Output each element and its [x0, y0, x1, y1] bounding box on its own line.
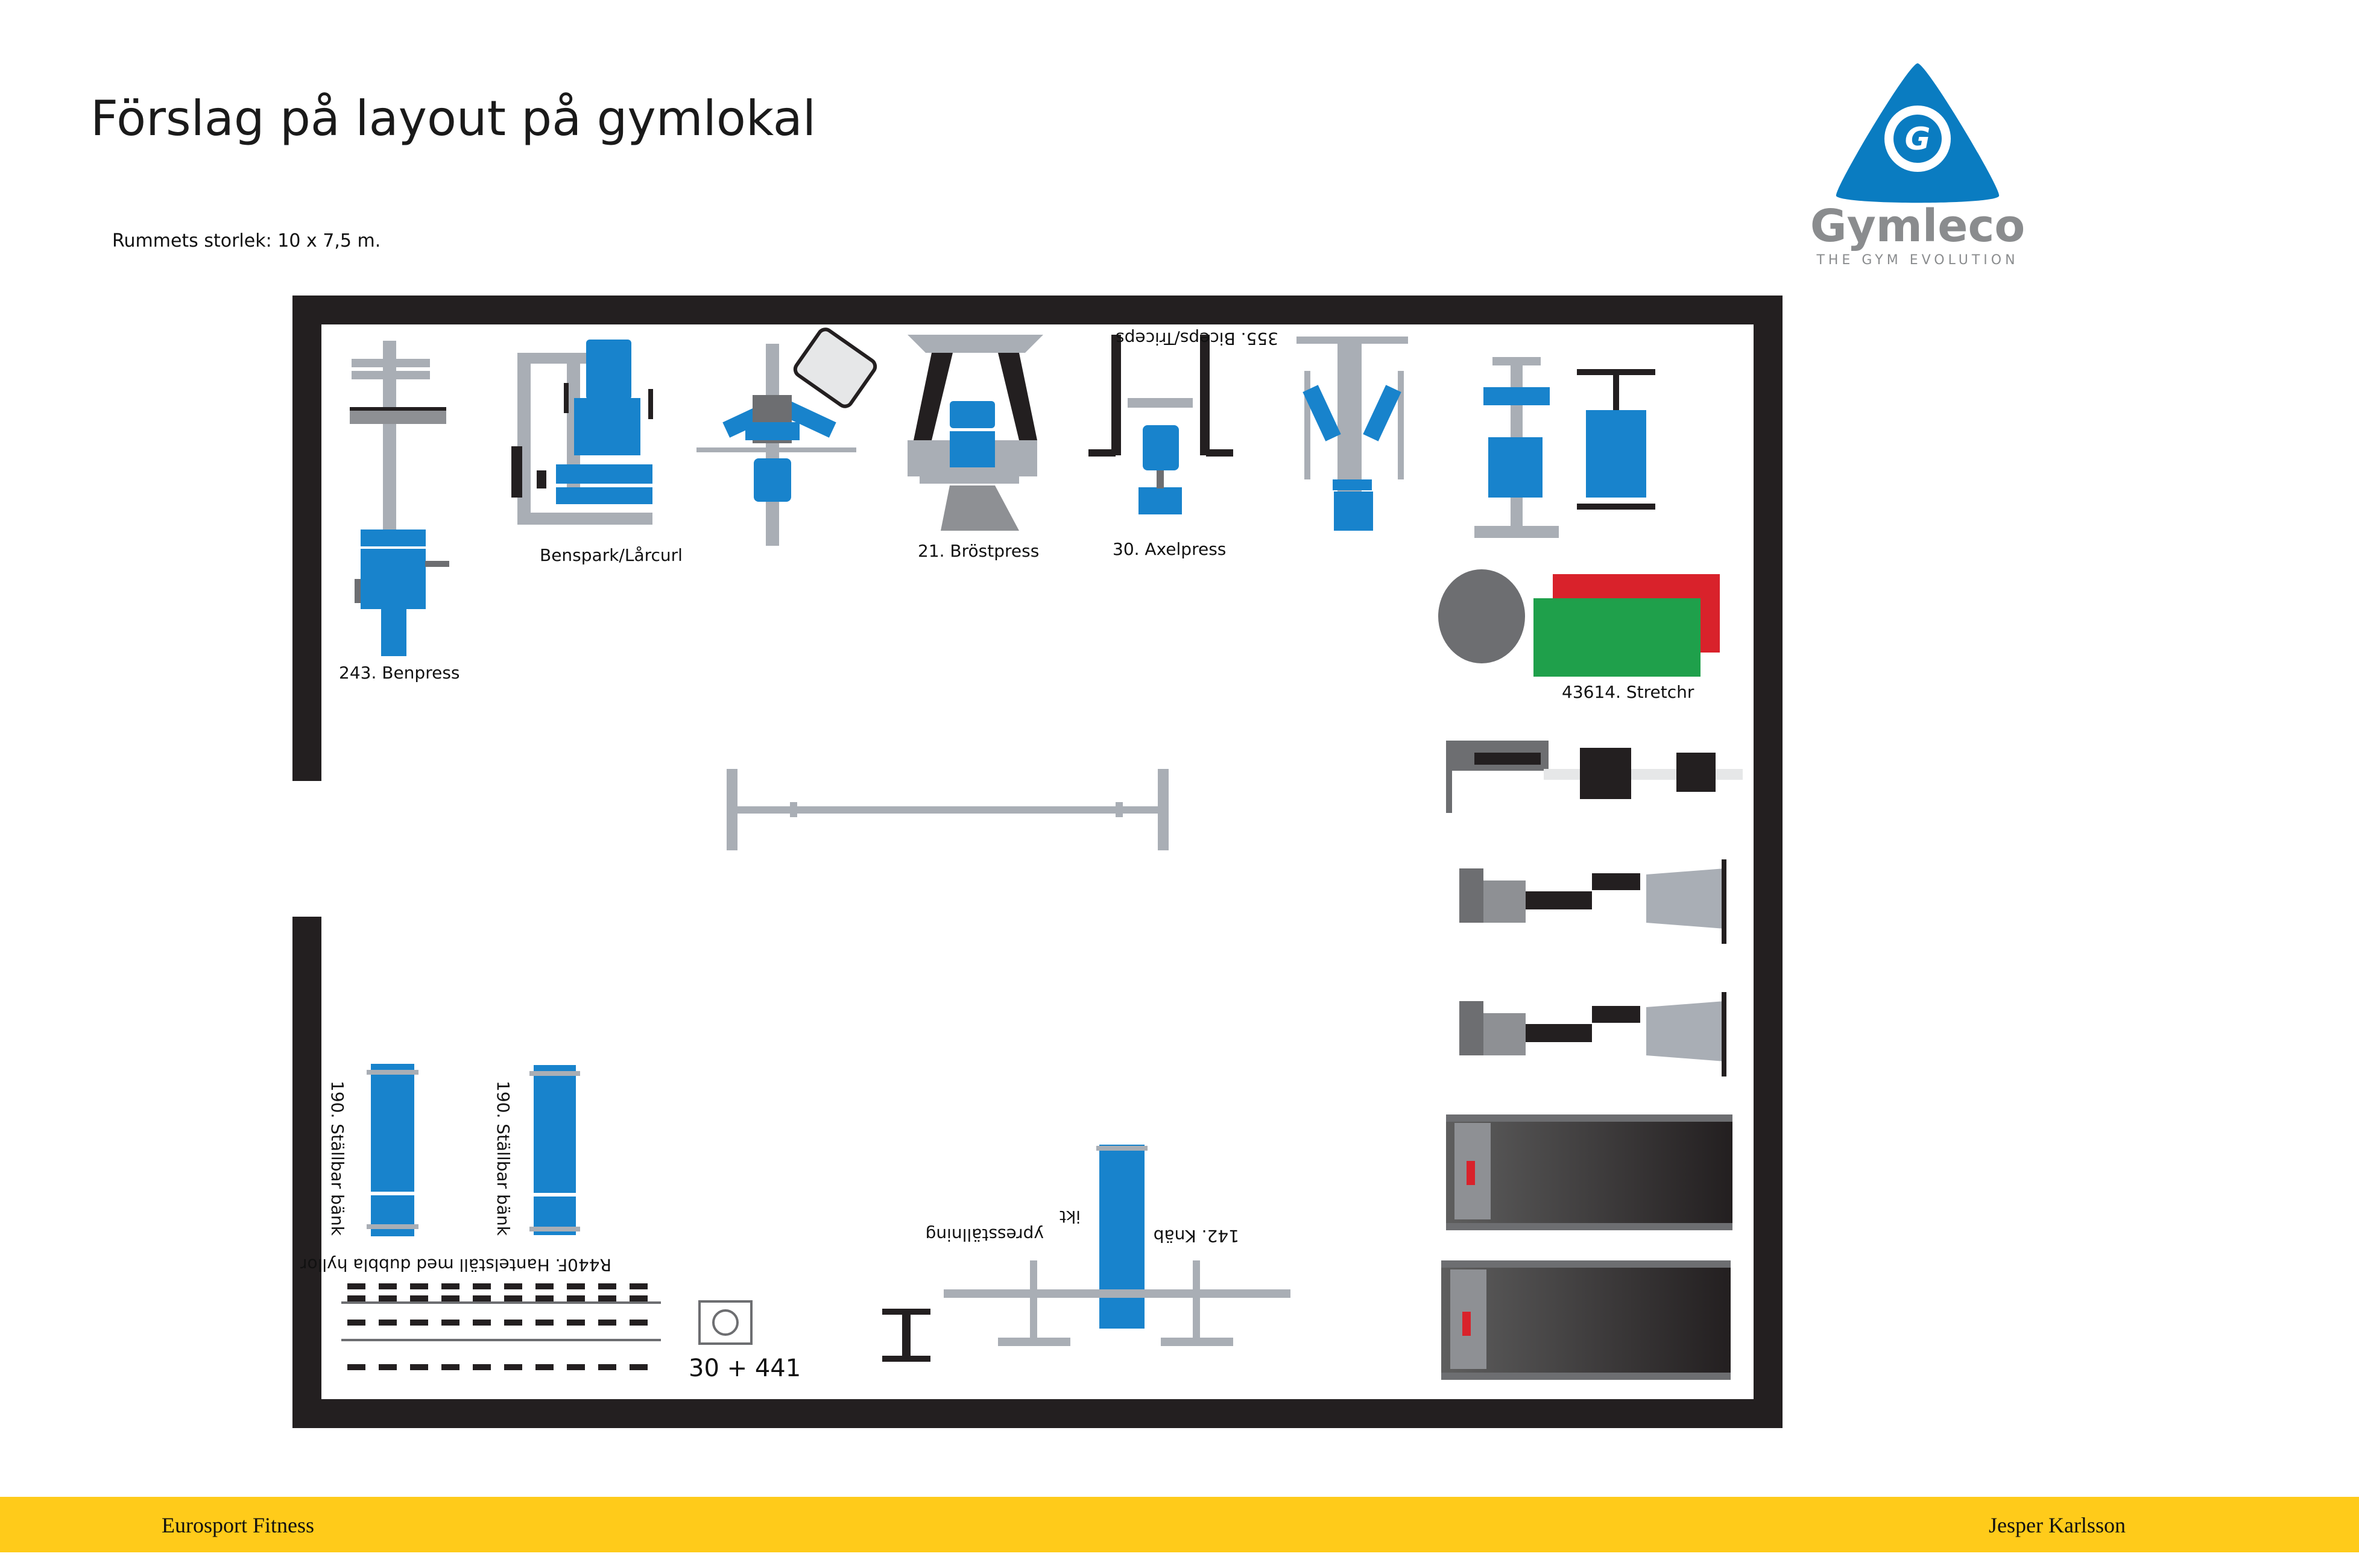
ikt-label: ikt — [1059, 1207, 1081, 1227]
benpress-label: 243. Benpress — [339, 663, 460, 683]
logo-tagline: THE GYM EVOLUTION — [1816, 253, 2018, 268]
treadmill-2 — [1441, 1260, 1731, 1380]
wall-bottom — [292, 1399, 1783, 1428]
crosstrainer-1 — [1459, 859, 1726, 944]
small-device: 30 + 441 — [689, 1300, 801, 1382]
press-label: ypresställning — [926, 1225, 1044, 1245]
room-size-text: Rummets storlek: 10 x 7,5 m. — [112, 230, 381, 251]
squat-press-station: ypresställning ikt 142. Knäb — [926, 1145, 1290, 1346]
adjustable-bench-1: 190. Ställbar bänk — [327, 1064, 418, 1236]
treadmill-1 — [1446, 1114, 1732, 1230]
small-stand — [882, 1309, 930, 1362]
wall-right — [1754, 296, 1783, 1428]
barbell — [727, 769, 1169, 850]
wall-left-upper — [292, 296, 321, 781]
gymleco-logo: G Gymleco THE GYM EVOLUTION — [1810, 63, 2025, 268]
footer-right: Jesper Karlsson — [1989, 1513, 2126, 1537]
stretch-area: 43614. Stretchr — [1438, 569, 1720, 702]
benspark-label: Benspark/Lårcurl — [540, 545, 683, 565]
pec-fly-machine — [696, 327, 877, 546]
adjustable-bench-2: 190. Ställbar bänk — [493, 1065, 580, 1236]
knab-label: 142. Knäb — [1154, 1226, 1239, 1246]
brostpress-machine: 21. Bröstpress — [908, 335, 1043, 561]
brostpress-label: 21. Bröstpress — [918, 541, 1039, 561]
axelpress-machine: 30. Axelpress — [1088, 335, 1233, 559]
axelpress-label: 30. Axelpress — [1113, 539, 1226, 559]
wall-top — [292, 296, 1783, 324]
page-title: Förslag på layout på gymlokal — [90, 90, 816, 147]
dip-station — [1474, 357, 1559, 538]
flat-bench — [1577, 369, 1655, 510]
rowing-machine — [1446, 741, 1743, 813]
code-label: 30 + 441 — [689, 1355, 801, 1382]
logo-brand: Gymleco — [1810, 200, 2025, 252]
footer-bar: Eurosport Fitness Jesper Karlsson — [0, 1497, 2359, 1552]
wall-left-lower — [292, 917, 321, 1428]
biceps-label: 355. Biceps/Triceps — [1116, 329, 1278, 349]
logo-letter: G — [1905, 121, 1931, 157]
dumbbell-rack: R440F. Hantelställ med dubbla hyllor — [300, 1255, 661, 1370]
room-walls — [292, 296, 1783, 1428]
benspark-machine: Benspark/Lårcurl — [511, 340, 683, 565]
stretch-label: 43614. Stretchr — [1562, 682, 1694, 702]
biceps-triceps-machine: 355. Biceps/Triceps — [1116, 329, 1408, 531]
bench1-label: 190. Ställbar bänk — [327, 1081, 347, 1236]
benpress-machine: 243. Benpress — [339, 341, 460, 683]
footer-left: Eurosport Fitness — [162, 1513, 315, 1537]
bench2-label: 190. Ställbar bänk — [493, 1081, 513, 1236]
crosstrainer-2 — [1459, 992, 1726, 1076]
hantel-label: R440F. Hantelställ med dubbla hyllor — [300, 1255, 611, 1275]
